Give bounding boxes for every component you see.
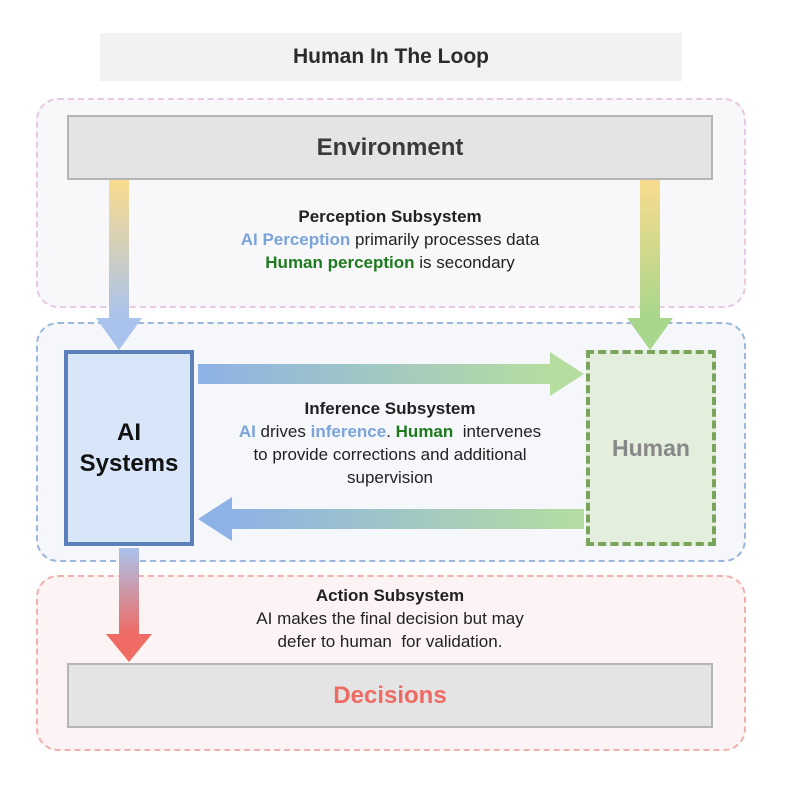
perception-human-term: Human perception [265,253,415,272]
perception-ai-term: AI Perception [240,230,351,249]
environment-box: Environment [67,115,713,180]
inference-period: . [386,422,396,441]
inference-term: inference [310,422,387,441]
inference-intervenes: intervenes [453,422,542,441]
arrow-ai-to-human [198,352,584,396]
inference-human-term: Human [395,422,454,441]
diagram-title: Human In The Loop [100,33,682,81]
action-text: Action Subsystem AI makes the final deci… [180,584,600,653]
perception-heading: Perception Subsystem [298,207,482,226]
ai-box-line1: AI [116,418,141,446]
ai-box-line2: Systems [79,450,179,477]
inference-text: Inference Subsystem AI drives inference.… [200,397,580,489]
arrow-ai-to-decisions [106,548,152,662]
action-line2: defer to human for validation. [277,632,503,651]
arrow-environment-to-human [627,180,673,350]
perception-line2-rest: is secondary [414,253,515,272]
decisions-box: Decisions [67,663,713,728]
action-line1: AI makes the final decision but may [256,609,524,628]
perception-text: Perception Subsystem AI Perception prima… [150,205,630,274]
inference-heading: Inference Subsystem [304,399,476,418]
inference-line2: to provide corrections and additional [253,445,527,464]
inference-drives: drives [255,422,311,441]
inference-ai-term: AI [238,422,256,441]
arrow-human-to-ai [198,497,584,541]
human-box: Human [586,350,716,546]
perception-line1-rest: primarily processes data [350,230,540,249]
arrow-environment-to-ai [96,180,142,350]
inference-line3: supervision [347,468,433,487]
ai-systems-box: AI Systems [64,350,194,546]
action-heading: Action Subsystem [315,586,465,605]
